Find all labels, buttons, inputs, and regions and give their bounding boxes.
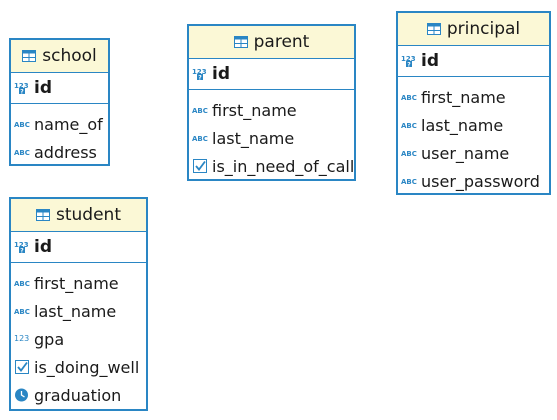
entity-header: parent — [189, 26, 354, 59]
text-icon: ABC — [192, 135, 208, 143]
column-row[interactable]: ABC address — [11, 138, 108, 166]
boolean-icon — [193, 159, 207, 173]
column-name: id — [34, 237, 52, 257]
svg-text:ABC: ABC — [401, 94, 417, 102]
column-name: last_name — [34, 301, 117, 321]
entity-parent[interactable]: parent 123 ? id ABC first_name ABC last_… — [187, 24, 356, 181]
pk-column-row[interactable]: 123 ? id — [189, 59, 354, 90]
svg-text:ABC: ABC — [401, 122, 417, 130]
text-icon: ABC — [14, 149, 30, 157]
text-icon: ABC — [14, 121, 30, 129]
pk-column-row[interactable]: 123 ? id — [398, 46, 549, 77]
svg-text:123: 123 — [14, 334, 29, 343]
column-name: first_name — [421, 87, 506, 107]
column-name: address — [34, 142, 97, 162]
text-icon: ABC — [401, 178, 417, 186]
svg-text:ABC: ABC — [192, 107, 208, 115]
column-name: id — [34, 78, 52, 98]
entity-header: school — [11, 40, 108, 73]
column-name: id — [421, 51, 439, 71]
column-name: is_doing_well — [34, 357, 140, 377]
column-name: user_name — [421, 143, 510, 163]
entity-school[interactable]: school 123 ? id ABC name_of ABC address — [9, 38, 110, 166]
column-name: name_of — [34, 114, 103, 134]
datetime-icon — [15, 388, 28, 402]
table-icon — [22, 50, 37, 62]
svg-text:123: 123 — [401, 55, 416, 63]
column-name: is_in_need_of_call — [212, 156, 355, 176]
text-icon: ABC — [401, 150, 417, 158]
column-name: first_name — [212, 100, 297, 120]
svg-text:?: ? — [20, 247, 24, 254]
column-name: last_name — [421, 115, 504, 135]
table-icon — [426, 23, 441, 35]
entity-student[interactable]: student 123 ? id ABC first_name ABC last… — [9, 197, 148, 411]
entity-title: principal — [446, 19, 521, 39]
svg-text:ABC: ABC — [14, 121, 30, 129]
entity-header: student — [11, 199, 146, 232]
table-icon — [233, 36, 248, 48]
column-row[interactable]: ABC user_name — [398, 139, 549, 167]
text-icon: ABC — [14, 308, 30, 316]
svg-text:123: 123 — [192, 68, 207, 76]
entity-header: principal — [398, 13, 549, 46]
column-row[interactable]: ABC user_password — [398, 167, 549, 195]
text-icon: ABC — [14, 280, 30, 288]
svg-text:ABC: ABC — [14, 149, 30, 157]
column-row[interactable]: is_in_need_of_call — [189, 152, 354, 180]
entity-principal[interactable]: principal 123 ? id ABC first_name ABC la… — [396, 11, 551, 195]
numeric-key-icon: 123 ? — [401, 55, 416, 68]
svg-text:ABC: ABC — [14, 308, 30, 316]
svg-text:?: ? — [20, 88, 24, 95]
column-row[interactable]: ABC name_of — [11, 110, 108, 138]
column-name: gpa — [34, 329, 65, 349]
entity-title: parent — [253, 32, 310, 52]
column-name: graduation — [34, 385, 122, 405]
svg-text:ABC: ABC — [401, 150, 417, 158]
text-icon: ABC — [401, 94, 417, 102]
svg-text:?: ? — [198, 74, 202, 81]
entity-title: student — [56, 205, 121, 225]
column-row[interactable]: ABC last_name — [398, 111, 549, 139]
numeric-key-icon: 123 ? — [14, 241, 29, 254]
column-row[interactable]: ABC last_name — [11, 297, 146, 325]
numeric-key-icon: 123 ? — [14, 82, 29, 95]
numeric-key-icon: 123 ? — [192, 68, 207, 81]
column-row[interactable]: ABC first_name — [11, 269, 146, 297]
svg-text:?: ? — [407, 61, 411, 68]
column-name: first_name — [34, 273, 119, 293]
column-name: user_password — [421, 171, 540, 191]
text-icon: ABC — [401, 122, 417, 130]
svg-text:ABC: ABC — [14, 280, 30, 288]
column-row[interactable]: graduation — [11, 381, 146, 409]
numeric-icon: 123 — [14, 334, 29, 343]
column-name: id — [212, 64, 230, 84]
column-row[interactable]: ABC first_name — [398, 83, 549, 111]
entity-title: school — [42, 46, 97, 66]
column-row[interactable]: is_doing_well — [11, 353, 146, 381]
pk-column-row[interactable]: 123 ? id — [11, 73, 108, 104]
svg-text:ABC: ABC — [192, 135, 208, 143]
svg-text:123: 123 — [14, 241, 29, 249]
svg-text:123: 123 — [14, 82, 29, 90]
svg-text:ABC: ABC — [401, 178, 417, 186]
column-row[interactable]: ABC last_name — [189, 124, 354, 152]
column-row[interactable]: 123 gpa — [11, 325, 146, 353]
pk-column-row[interactable]: 123 ? id — [11, 232, 146, 263]
table-icon — [36, 209, 50, 221]
text-icon: ABC — [192, 107, 208, 115]
column-row[interactable]: ABC first_name — [189, 96, 354, 124]
column-name: last_name — [212, 128, 295, 148]
boolean-icon — [15, 360, 29, 374]
